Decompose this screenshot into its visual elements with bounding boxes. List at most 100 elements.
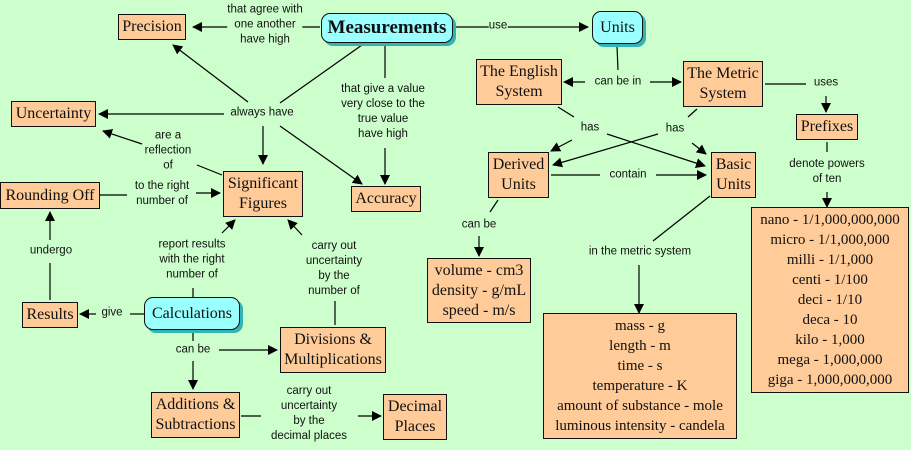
link-label-line: uncertainty — [280, 400, 338, 412]
link-label-use: use — [488, 18, 508, 34]
node-label-line: System — [495, 83, 543, 100]
link-label-report: report results with the right number of — [158, 237, 226, 283]
node-precision[interactable]: Precision — [118, 14, 186, 40]
link-label-line: have high — [240, 33, 290, 46]
edge-english-has — [557, 106, 575, 118]
link-label-give: give — [101, 305, 123, 321]
node-label-line: length - m — [609, 338, 671, 354]
link-label-line: with the right — [159, 253, 225, 266]
link-label-agree: that agree with one another have high — [227, 2, 303, 48]
node-prefixes[interactable]: Prefixes — [796, 114, 858, 140]
node-label: Prefixes — [800, 118, 854, 135]
node-units[interactable]: Units — [592, 11, 643, 44]
node-basic-units-list[interactable]: mass - g length - m time - s temperature… — [543, 313, 737, 439]
link-label-line: undergo — [29, 244, 73, 257]
node-label-line: temperature - K — [592, 378, 688, 394]
edge-always-precision — [172, 44, 249, 103]
link-label-line: uses — [813, 76, 839, 89]
node-label-line: speed - m/s — [442, 301, 516, 319]
link-label-line: of — [163, 159, 173, 172]
node-measurements[interactable]: Measurements — [321, 13, 453, 43]
node-results[interactable]: Results — [22, 302, 78, 328]
link-label-line: in the metric system — [588, 245, 692, 258]
node-metric-system[interactable]: The Metric System — [683, 61, 763, 107]
node-divisions-multiplications[interactable]: Divisions & Multiplications — [280, 327, 386, 373]
node-label: Uncertainty — [15, 105, 92, 122]
link-label-line: are a — [154, 129, 182, 142]
edge-carry-sigfigs — [287, 219, 303, 236]
node-label-line: The English — [480, 63, 558, 80]
node-prefix-list[interactable]: nano - 1/1,000,000,000 micro - 1/1,000,0… — [751, 207, 909, 393]
node-label-line: kilo - 1,000 — [795, 332, 865, 348]
node-label-line: nano - 1/1,000,000,000 — [760, 212, 900, 228]
edge-metric-has — [687, 108, 698, 118]
link-label-carry-decimal: carry out uncertainty by the decimal pla… — [270, 384, 348, 444]
edge-basic-inmetric — [652, 195, 711, 242]
node-label: Measurements — [327, 17, 447, 39]
node-label: Units — [600, 18, 635, 36]
node-label-line: Units — [716, 176, 751, 193]
node-label-line: mega - 1,000,000 — [777, 352, 883, 368]
link-label-can-be-in: can be in — [594, 74, 642, 90]
link-label-line: number of — [308, 285, 360, 297]
node-label: Results — [26, 306, 74, 323]
link-label-line: very close to the — [341, 98, 425, 110]
link-label-can-be-calc: can be — [175, 342, 211, 358]
node-english-system[interactable]: The English System — [476, 59, 562, 105]
link-label-line: of ten — [812, 173, 842, 185]
node-label-line: giga - 1,000,000,000 — [767, 372, 893, 388]
link-label-has-english: has — [580, 120, 600, 136]
link-label-line: one another — [234, 18, 296, 31]
link-label-has-metric: has — [665, 121, 685, 137]
node-accuracy[interactable]: Accuracy — [351, 186, 421, 212]
link-label-line: reflection — [144, 144, 192, 157]
node-calculations[interactable]: Calculations — [144, 297, 240, 330]
node-label: Precision — [122, 18, 182, 35]
link-label-reflection: are a reflection of — [144, 128, 192, 174]
node-derived-examples[interactable]: volume - cm3 density - g/mL speed - m/s — [427, 258, 531, 323]
edge-report-sigfigs — [221, 219, 236, 234]
node-significant-figures[interactable]: Significant Figures — [223, 171, 303, 217]
link-label-line: contain — [609, 168, 647, 181]
node-label-line: Significant — [227, 175, 299, 192]
link-label-line: give — [101, 306, 123, 319]
node-rounding-off[interactable]: Rounding Off — [0, 182, 100, 209]
link-label-line: number of — [136, 195, 188, 207]
edge-reflection-uncertainty — [102, 129, 143, 145]
node-uncertainty[interactable]: Uncertainty — [11, 101, 96, 127]
node-label: Calculations — [152, 304, 232, 322]
edge-derived-canbe — [489, 199, 499, 213]
link-label-line: report results — [158, 238, 226, 251]
link-label-line: can be — [461, 218, 497, 231]
link-label-in-metric: in the metric system — [588, 244, 692, 260]
link-label-line: to the right — [134, 180, 190, 192]
link-label-line: has — [665, 122, 685, 135]
edge-measurements-always — [279, 44, 363, 104]
link-label-line: by the — [318, 270, 350, 282]
edge-has-basic-cross — [606, 133, 706, 168]
node-label: Accuracy — [355, 190, 417, 207]
node-label-line: Divisions & — [294, 331, 372, 348]
link-label-carry-number: carry out uncertainty by the number of — [305, 239, 363, 299]
node-additions-subtractions[interactable]: Additions & Subtractions — [151, 392, 240, 438]
node-label-line: micro - 1/1,000,000 — [770, 232, 890, 248]
edge-always-accuracy — [279, 125, 363, 185]
node-label-line: Subtractions — [155, 416, 236, 433]
link-label-line: uncertainty — [305, 255, 363, 267]
link-label-line: decimal places — [270, 430, 348, 442]
node-derived-units[interactable]: Derived Units — [488, 152, 549, 198]
node-basic-units[interactable]: Basic Units — [711, 152, 756, 198]
node-label-line: Derived — [492, 156, 545, 173]
node-label-line: amount of substance - mole — [557, 398, 723, 414]
node-decimal-places[interactable]: Decimal Places — [383, 394, 447, 440]
link-label-contain: contain — [609, 167, 647, 183]
link-label-line: denote powers — [789, 158, 865, 170]
node-label: Rounding Off — [5, 186, 95, 204]
node-label-line: Figures — [239, 195, 287, 212]
link-label-line: that agree with — [227, 3, 303, 16]
node-label-line: density - g/mL — [431, 281, 527, 299]
edge-has-derived-cross — [552, 133, 659, 168]
node-label-line: centi - 1/100 — [792, 272, 868, 288]
edge-has-basic — [691, 142, 707, 155]
